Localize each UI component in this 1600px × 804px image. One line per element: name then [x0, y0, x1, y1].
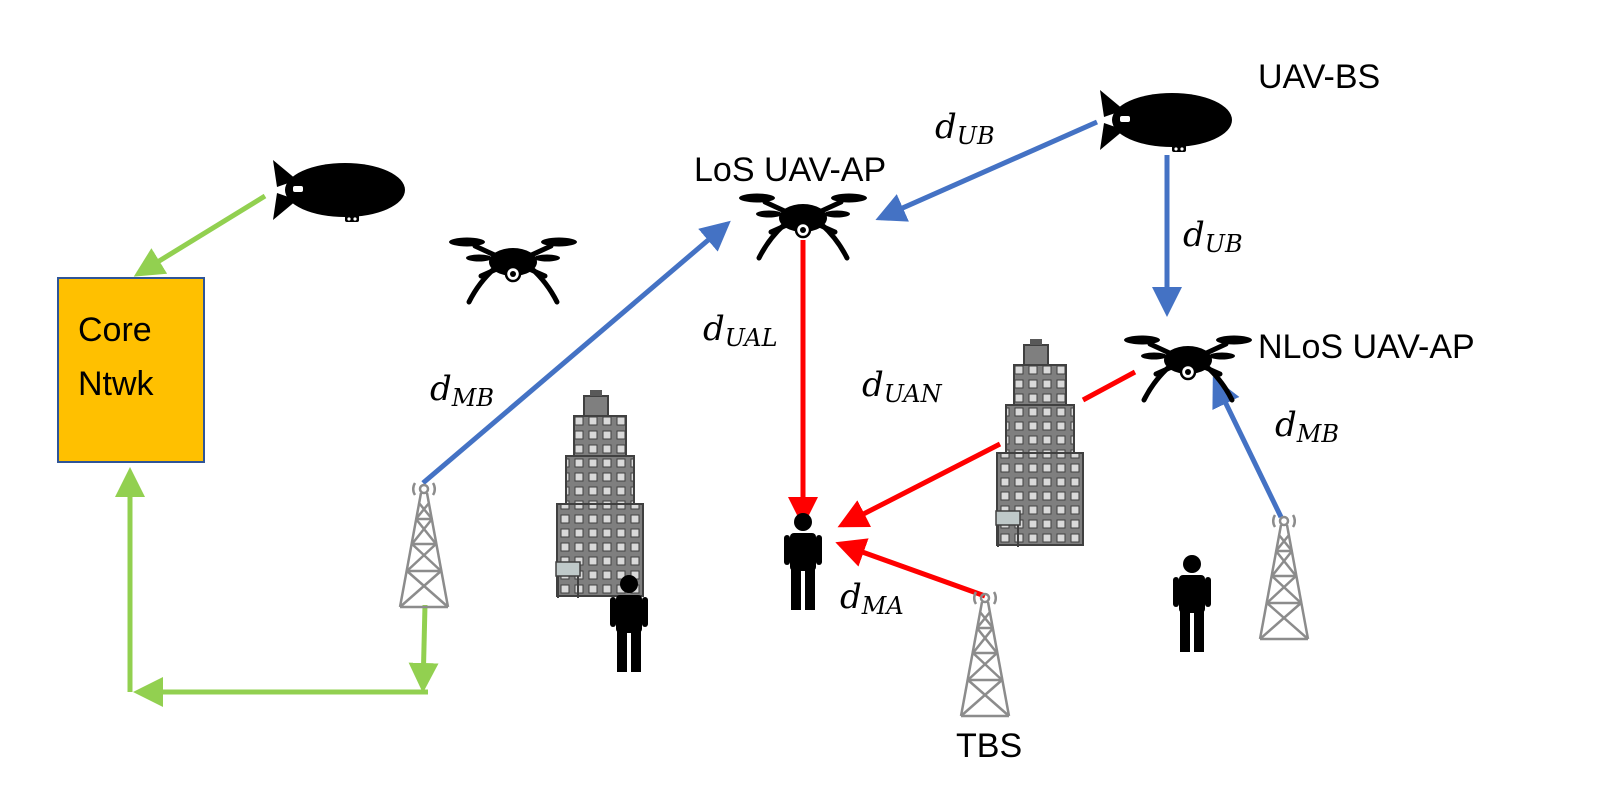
d-uan-label: dUAN: [862, 365, 943, 408]
blue-link-tower-nlos: [1212, 376, 1284, 519]
building-left-icon: [555, 389, 644, 599]
blue-link-bs-los: [875, 119, 1099, 222]
red-link-nlos-user-b: [837, 441, 1002, 528]
green-link-tower-down: [408, 604, 439, 693]
drone-nlos-icon: [1124, 336, 1252, 401]
person-right-icon: [1173, 555, 1211, 652]
person-center-icon: [784, 513, 822, 610]
nlos-uav-ap-label: NLoS UAV-AP: [1258, 328, 1475, 366]
los-uav-ap-label: LoS UAV-AP: [694, 151, 886, 189]
core-label-line1: Core: [78, 311, 152, 349]
d-ma-label: dMA: [840, 577, 904, 620]
d-mb-left-label: dMB: [430, 369, 494, 412]
red-link-nlos-user-a: [1081, 369, 1137, 403]
d-ual-label: dUAL: [703, 309, 778, 352]
core-network-box: [57, 277, 205, 463]
tower-tbs-icon: [959, 590, 1011, 718]
d-ub-right-label: dUB: [1183, 215, 1243, 258]
uav-bs-label: UAV-BS: [1258, 58, 1380, 96]
blimp-uav-bs-icon: [1100, 90, 1232, 152]
d-ub-top-label: dUB: [935, 107, 995, 150]
d-mb-right-label: dMB: [1275, 405, 1339, 448]
red-link-tbs-user: [835, 538, 986, 599]
tower-left-icon: [398, 481, 450, 609]
building-right-icon: [995, 338, 1084, 548]
core-label-line2: Ntwk: [78, 365, 155, 403]
tbs-label: TBS: [956, 727, 1022, 765]
blimp-left-icon: [273, 160, 405, 222]
drone-idle-icon: [449, 238, 577, 303]
tower-right-icon: [1258, 513, 1310, 641]
green-link-blimp-core: [133, 193, 267, 277]
blue-link-tower-los: [421, 220, 731, 485]
